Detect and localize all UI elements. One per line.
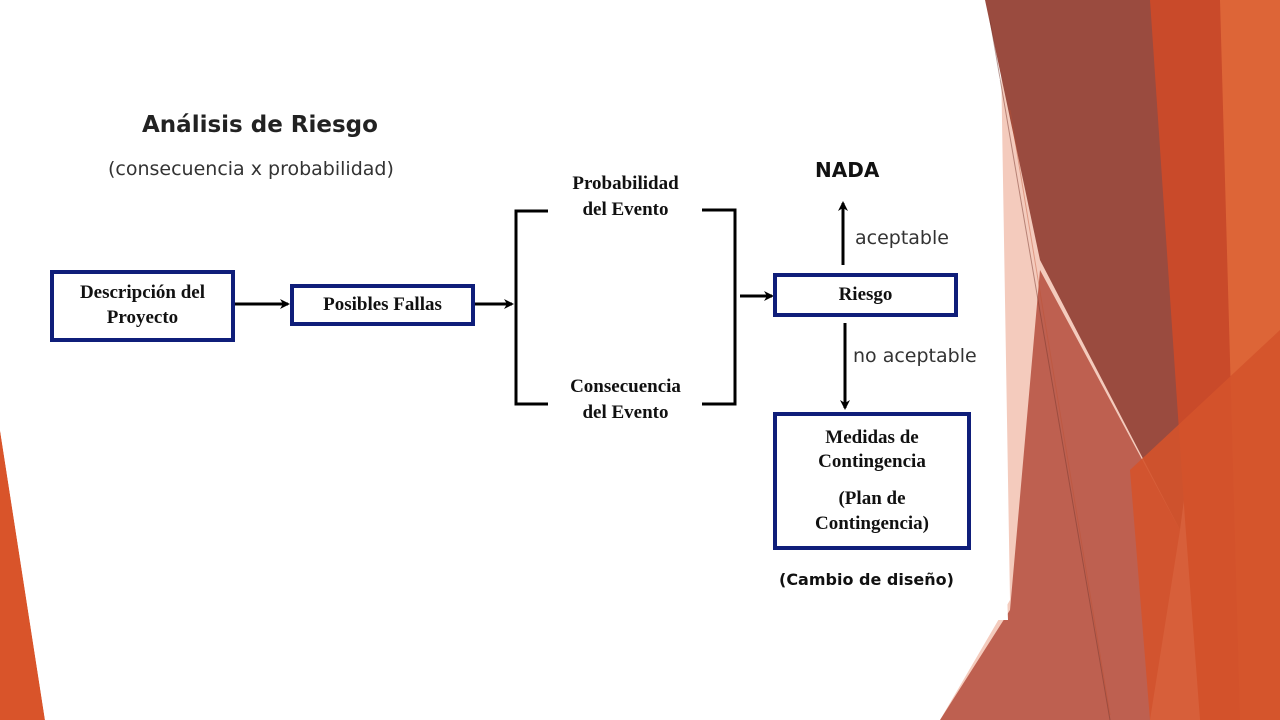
diagram-title: Análisis de Riesgo <box>142 112 378 138</box>
label-aceptable: aceptable <box>855 227 949 249</box>
node-riesgo: Riesgo <box>773 273 958 317</box>
diagram-subtitle: (consecuencia x probabilidad) <box>108 158 394 180</box>
node-medidas-contingencia: Medidas de Contingencia (Plan de Conting… <box>773 412 971 550</box>
right-bottom-orange <box>1130 330 1280 720</box>
node-text: (Plan de <box>838 488 906 509</box>
decor-line <box>1009 109 1111 716</box>
node-text: Consecuencia <box>570 376 681 397</box>
right-mid-shape <box>940 270 1180 720</box>
node-probabilidad-evento: Probabilidad del Evento <box>548 171 703 222</box>
node-text: Contingencia) <box>815 512 929 534</box>
node-text: del Evento <box>582 401 669 423</box>
content-panel <box>0 0 1008 720</box>
outcome-nada: NADA <box>815 158 880 182</box>
node-consecuencia-evento: Consecuencia del Evento <box>548 374 703 425</box>
left-bracket <box>514 209 548 406</box>
node-text: Posibles Fallas <box>323 293 442 315</box>
node-posibles-fallas: Posibles Fallas <box>290 284 475 326</box>
label-cambio-diseno: (Cambio de diseño) <box>779 570 954 589</box>
node-text: Proyecto <box>106 307 179 328</box>
decor-line <box>989 19 1111 720</box>
node-text: del Evento <box>582 198 669 220</box>
node-text: Riesgo <box>838 283 893 305</box>
node-text: Probabilidad <box>572 173 679 194</box>
content-panel-top <box>0 0 1000 80</box>
node-text: Descripción del <box>79 282 206 304</box>
node-text: Medidas de <box>825 426 919 448</box>
node-text: Contingencia <box>818 451 926 473</box>
node-descripcion-proyecto: Descripción del Proyecto <box>50 270 235 342</box>
label-no-aceptable: no aceptable <box>853 345 977 367</box>
spacer <box>815 475 929 487</box>
right-bracket <box>702 208 737 406</box>
